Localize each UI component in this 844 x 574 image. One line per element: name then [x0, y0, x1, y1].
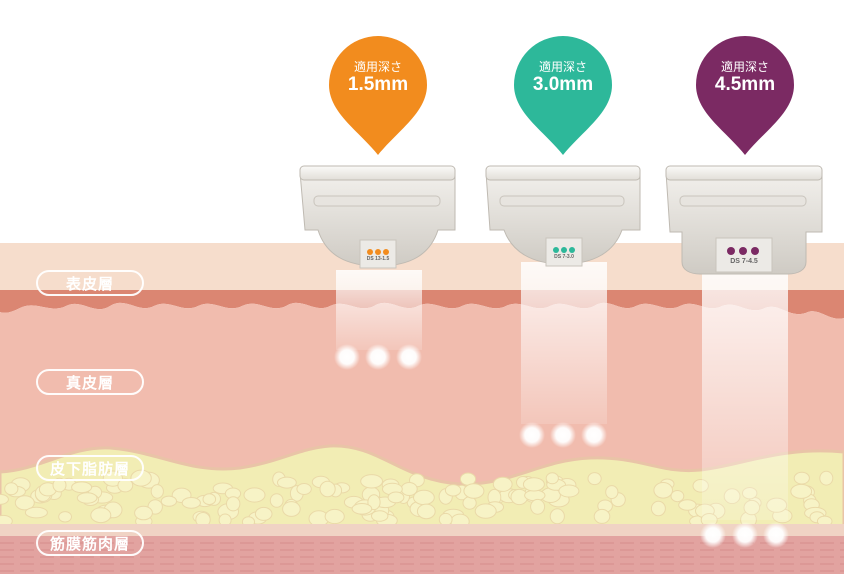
fat-cell	[117, 478, 134, 493]
fat-cell	[0, 493, 9, 505]
layer-label-dermis: 真皮層	[36, 369, 144, 395]
layer-label-subcutaneous-fat: 皮下脂肪層	[36, 455, 144, 481]
fat-cell	[14, 495, 35, 511]
cartridge-2	[485, 165, 641, 267]
fat-cell	[387, 491, 405, 504]
fat-cell	[52, 477, 67, 493]
indicator-dot	[727, 247, 735, 255]
fat-cell	[670, 490, 685, 503]
fat-cell	[549, 508, 565, 525]
fat-cell	[492, 476, 513, 492]
fat-cell	[243, 487, 266, 503]
fat-cell	[282, 501, 301, 517]
depth-pin-1	[329, 36, 427, 155]
ultrasound-beam-1	[336, 270, 422, 350]
pin-title: 適用深さ	[720, 60, 769, 74]
fat-cell	[413, 489, 435, 506]
cartridge-3	[665, 165, 823, 275]
fat-cell	[277, 476, 297, 489]
fat-cell	[160, 495, 177, 507]
fat-cell	[790, 483, 813, 499]
fat-cell	[593, 508, 611, 524]
fat-cell	[367, 494, 381, 511]
indicator-dot	[367, 249, 373, 255]
fat-cell	[90, 507, 112, 524]
fat-cell	[24, 506, 48, 519]
fat-cell	[226, 496, 241, 512]
layer-label-fascia-muscle: 筋膜筋肉層	[36, 530, 144, 556]
focal-points-3	[700, 522, 789, 548]
fat-cell	[524, 489, 546, 502]
fat-cell	[793, 471, 810, 485]
indicator-dot	[739, 247, 747, 255]
focal-points-1	[334, 344, 422, 370]
pin-label-1: 適用深さ 1.5mm	[328, 60, 428, 96]
cartridge-model-2: DS 7-3.0	[554, 254, 574, 260]
fat-cell	[545, 472, 559, 485]
fat-cell	[400, 482, 418, 496]
indicator-dot	[553, 247, 559, 253]
fat-cell	[202, 493, 217, 506]
pin-title: 適用深さ	[538, 60, 587, 74]
depth-pin-2	[514, 36, 612, 155]
fat-cell	[269, 493, 284, 508]
cartridge-1	[299, 165, 456, 269]
fat-cell	[474, 503, 497, 519]
fat-cell	[360, 474, 384, 489]
fat-cell	[102, 470, 124, 487]
cartridge-model-3: DS 7-4.5	[730, 258, 758, 265]
fat-cell	[558, 484, 580, 498]
ultrasound-beam-3	[702, 266, 788, 520]
fascia-band	[0, 524, 844, 538]
depth-pin-3	[695, 35, 795, 155]
pin-depth: 1.5mm	[347, 74, 409, 95]
fat-cell	[530, 498, 546, 515]
fat-cell	[296, 483, 312, 495]
pin-label-3: 適用深さ 4.5mm	[695, 60, 795, 96]
fat-cell	[254, 506, 273, 521]
indicator-dot	[751, 247, 759, 255]
fat-cell	[76, 492, 98, 504]
fat-cell	[351, 503, 373, 515]
fat-cell	[71, 481, 93, 494]
fat-cell	[181, 497, 201, 509]
layer-label-epidermis: 表皮層	[36, 270, 144, 296]
pin-label-2: 適用深さ 3.0mm	[513, 60, 613, 96]
fat-cell	[319, 480, 336, 498]
fat-cell	[463, 483, 485, 499]
fat-cell	[371, 510, 389, 522]
fat-cell	[58, 511, 72, 523]
fat-cell	[150, 484, 164, 499]
fat-cell	[653, 482, 674, 499]
fat-cell	[522, 477, 545, 492]
cartridge-model-1: DS 13-1.5	[366, 256, 390, 262]
ultrasound-beam-2	[521, 262, 607, 424]
fat-cell	[819, 470, 834, 486]
indicator-dot	[569, 247, 575, 253]
fat-cell	[605, 485, 619, 500]
fat-cell	[416, 503, 436, 520]
pin-depth: 3.0mm	[532, 74, 594, 95]
fat-cell	[444, 484, 462, 497]
fat-cell	[678, 499, 697, 511]
pin-depth: 4.5mm	[714, 74, 776, 95]
indicator-dot	[561, 247, 567, 253]
fat-cell	[134, 505, 153, 521]
fat-cell	[4, 482, 19, 496]
indicator-dot	[383, 249, 389, 255]
focal-points-2	[519, 422, 607, 448]
fat-cell	[650, 500, 666, 517]
fat-cell	[324, 508, 345, 525]
fat-cell	[587, 472, 602, 486]
indicator-dot	[375, 249, 381, 255]
fat-cell	[438, 512, 453, 527]
pin-title: 適用深さ	[353, 60, 402, 74]
